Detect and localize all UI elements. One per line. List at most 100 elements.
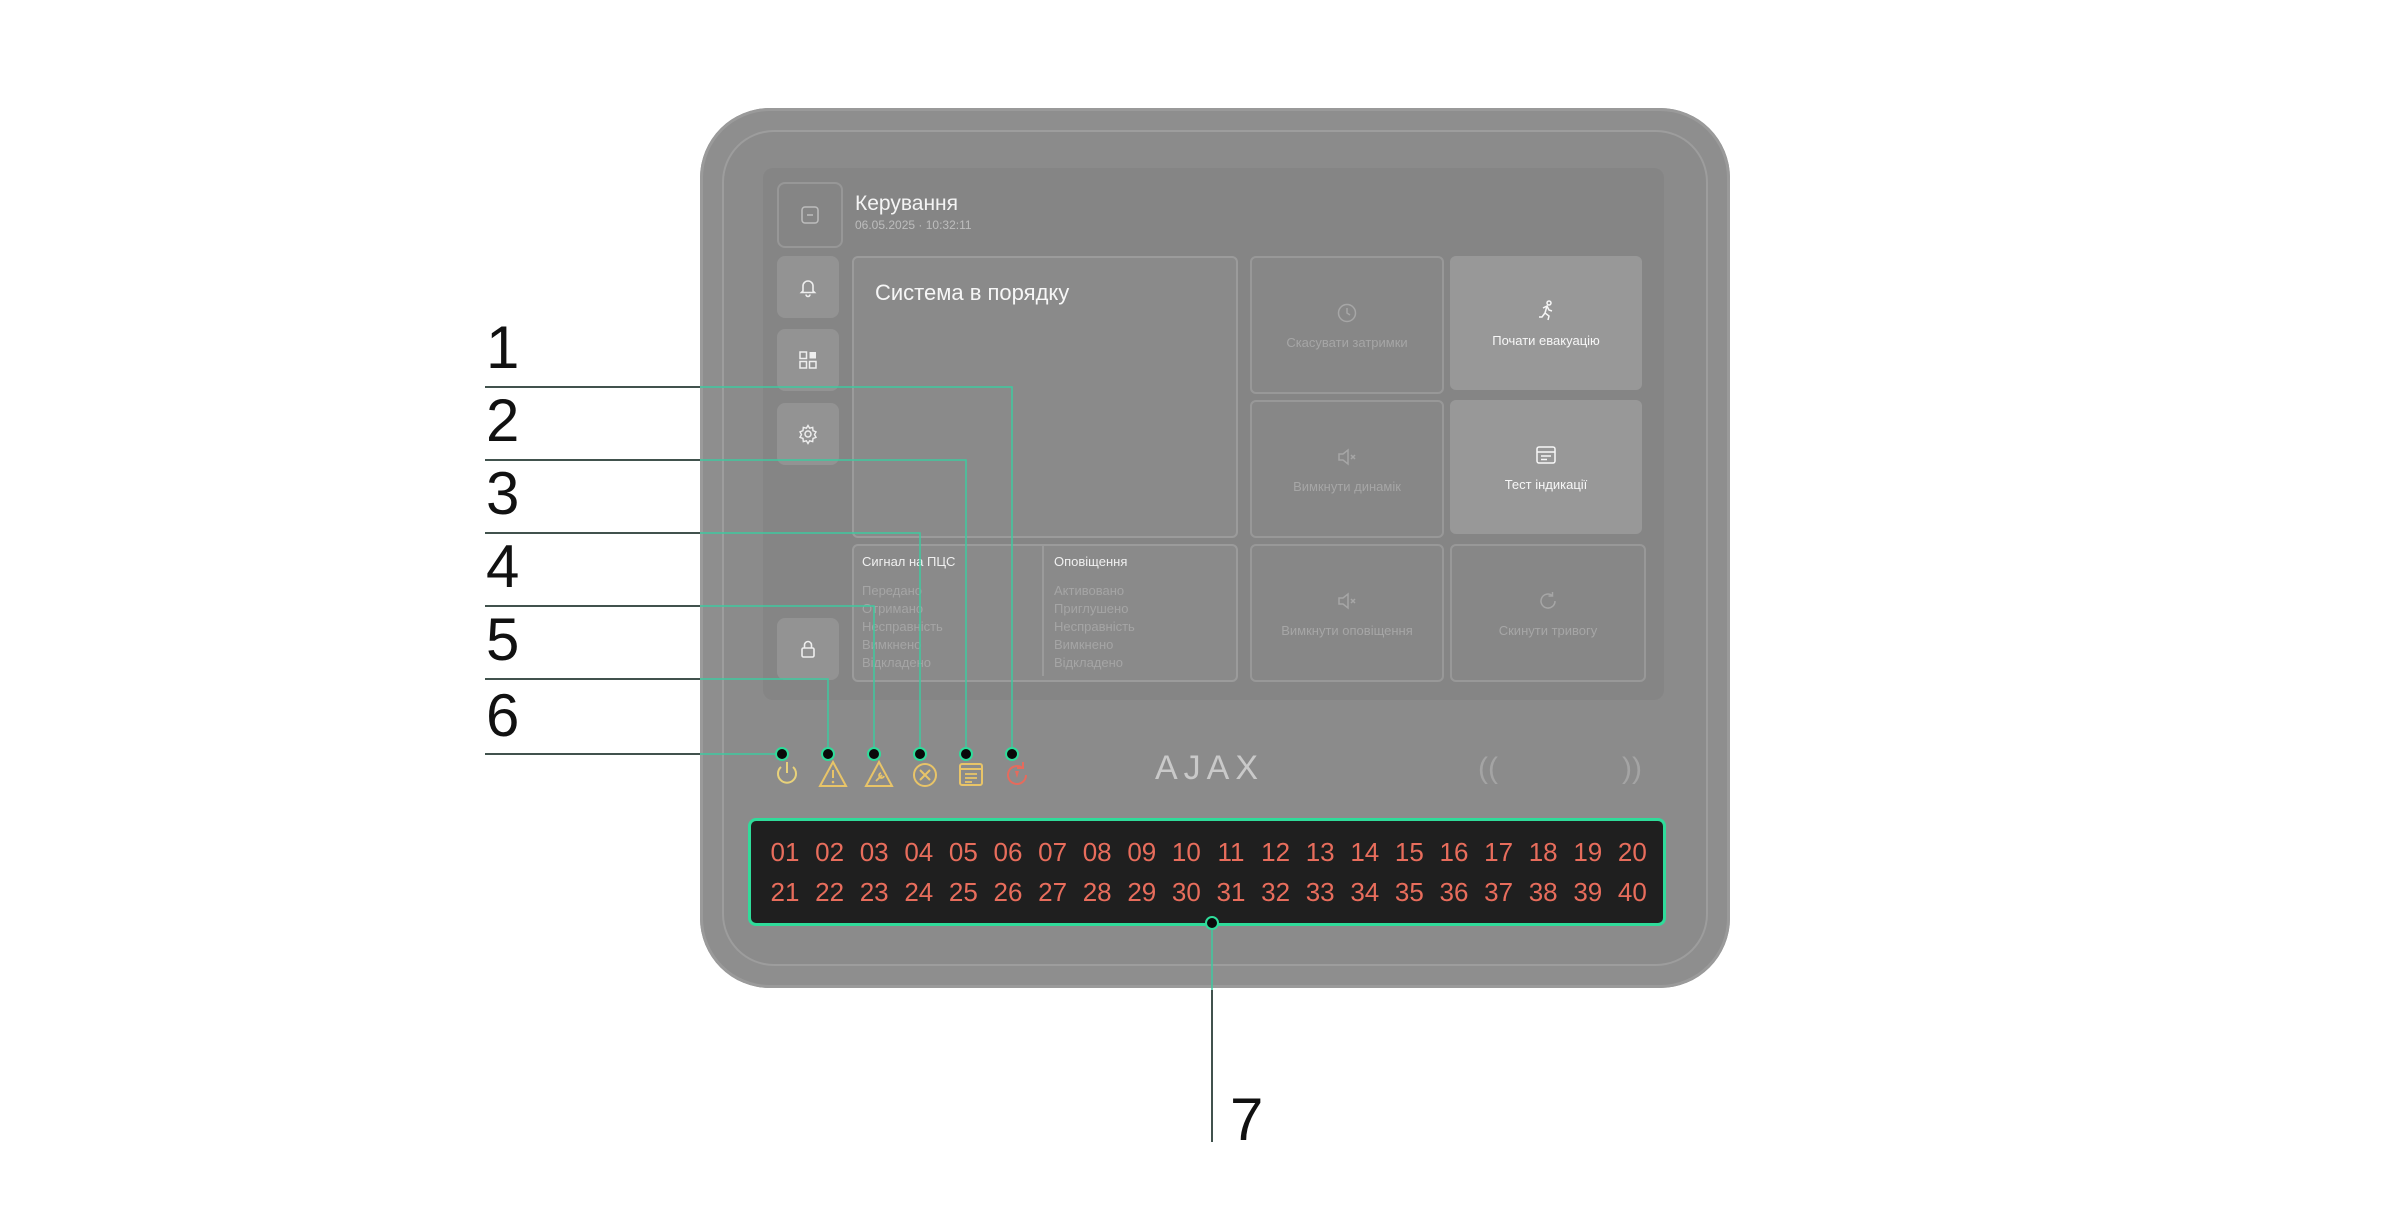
leader-line-5 (485, 678, 829, 759)
zone-15: 15 (1394, 837, 1424, 867)
monitoring-title: Сигнал на ПЦС (862, 554, 956, 569)
reader-bracket-right: )) (1622, 752, 1642, 785)
running-person-icon (1539, 299, 1553, 320)
power-icon (777, 762, 797, 784)
signals-panel (852, 544, 1238, 682)
zone-03: 03 (859, 837, 889, 867)
zone-06: 06 (993, 837, 1023, 867)
notifications-button[interactable] (777, 256, 839, 318)
cancel-delays-button[interactable]: Скасувати затримки (1250, 256, 1444, 394)
monitoring-item: Отримано (862, 601, 924, 616)
callout-number-3: 3 (486, 460, 520, 527)
zone-22: 22 (815, 877, 845, 907)
callout-number-5: 5 (486, 606, 520, 673)
zone-32: 32 (1261, 877, 1291, 907)
zone-31: 31 (1216, 877, 1246, 907)
zone-09: 09 (1127, 837, 1157, 867)
reset-alarm-button[interactable]: Скинути тривогу (1450, 544, 1646, 682)
tile-label: Скасувати затримки (1286, 334, 1408, 350)
notifications-item: Відкладено (1054, 655, 1124, 670)
zone-17: 17 (1484, 837, 1514, 867)
leader-line-3 (485, 532, 921, 759)
lock-icon (801, 640, 815, 658)
notifications-item: Вимкнено (1054, 637, 1114, 652)
notifications-item: Активовано (1054, 583, 1125, 598)
panel-divider (1042, 546, 1044, 676)
alarm-refresh-icon (1007, 762, 1027, 785)
zone-19: 19 (1573, 837, 1603, 867)
warning-triangle-wrench-icon (864, 759, 894, 787)
leader-line-2 (485, 459, 967, 759)
monitoring-item: Відкладено (862, 655, 932, 670)
warning-triangle-icon (818, 759, 848, 787)
zone-07: 07 (1038, 837, 1068, 867)
monitoring-item: Передано (862, 583, 922, 598)
settings-button[interactable] (777, 403, 839, 465)
ajax-logo: AJAX (1155, 749, 1265, 787)
zone-02: 02 (815, 837, 845, 867)
lock-button[interactable] (777, 618, 839, 680)
reset-icon (1540, 591, 1556, 609)
monitoring-item: Несправність (862, 619, 943, 634)
callout-dot-3 (913, 747, 927, 761)
zone-29: 29 (1127, 877, 1157, 907)
callout-dot-1 (1005, 747, 1019, 761)
zone-25: 25 (948, 877, 978, 907)
notifications-item: Приглушено (1054, 601, 1129, 616)
zone-16: 16 (1439, 837, 1469, 867)
speaker-mute-icon (1338, 447, 1356, 466)
speaker-mute-icon (1338, 591, 1356, 610)
zone-38: 38 (1528, 877, 1558, 907)
callout-number-2: 2 (486, 387, 520, 454)
callout-number-4: 4 (486, 533, 520, 600)
status-panel (852, 256, 1238, 538)
zone-35: 35 (1394, 877, 1424, 907)
zone-37: 37 (1484, 877, 1514, 907)
zone-10: 10 (1171, 837, 1201, 867)
notifications-item: Несправність (1054, 619, 1135, 634)
zone-18: 18 (1528, 837, 1558, 867)
callout-dot-6 (775, 747, 789, 761)
indication-test-icon (1536, 445, 1556, 464)
callout-number-6: 6 (486, 682, 520, 749)
reader-bracket-left: (( (1478, 752, 1498, 785)
callout-dot-4 (867, 747, 881, 761)
dashboard-button[interactable] (777, 329, 839, 391)
zone-11: 11 (1217, 837, 1245, 867)
zone-21: 21 (770, 877, 800, 907)
zone-13: 13 (1305, 837, 1335, 867)
zone-24: 24 (904, 877, 934, 907)
callout-number-1: 1 (486, 314, 520, 381)
zone-33: 33 (1305, 877, 1335, 907)
system-status: Система в порядку (875, 280, 1070, 305)
callout-dots (775, 747, 1219, 930)
zone-34: 34 (1350, 877, 1380, 907)
circle-cross-icon (913, 763, 937, 787)
callout-dot-7 (1205, 916, 1219, 930)
clock-icon (1337, 303, 1357, 322)
zone-01: 01 (770, 837, 800, 867)
callout-dot-2 (959, 747, 973, 761)
bell-icon (799, 280, 817, 298)
zone-14: 14 (1350, 837, 1380, 867)
tile-label: Вимкнути оповіщення (1281, 622, 1413, 638)
monitoring-item: Вимкнено (862, 637, 922, 652)
zone-12: 12 (1261, 837, 1291, 867)
zone-08: 08 (1082, 837, 1112, 867)
indication-test-button[interactable]: Тест індикації (1450, 400, 1642, 534)
grid-icon (799, 351, 817, 369)
zone-26: 26 (993, 877, 1023, 907)
menu-button[interactable] (777, 182, 843, 248)
minus-box-icon (801, 206, 819, 224)
start-evacuation-button[interactable]: Почати евакуацію (1450, 256, 1642, 390)
zone-36: 36 (1439, 877, 1469, 907)
zone-39: 39 (1573, 877, 1603, 907)
leader-line-4 (485, 605, 875, 759)
zone-23: 23 (859, 877, 889, 907)
mute-notifications-button[interactable]: Вимкнути оповіщення (1250, 544, 1444, 682)
mute-speaker-button[interactable]: Вимкнути динамік (1250, 400, 1444, 538)
zone-27: 27 (1038, 877, 1068, 907)
